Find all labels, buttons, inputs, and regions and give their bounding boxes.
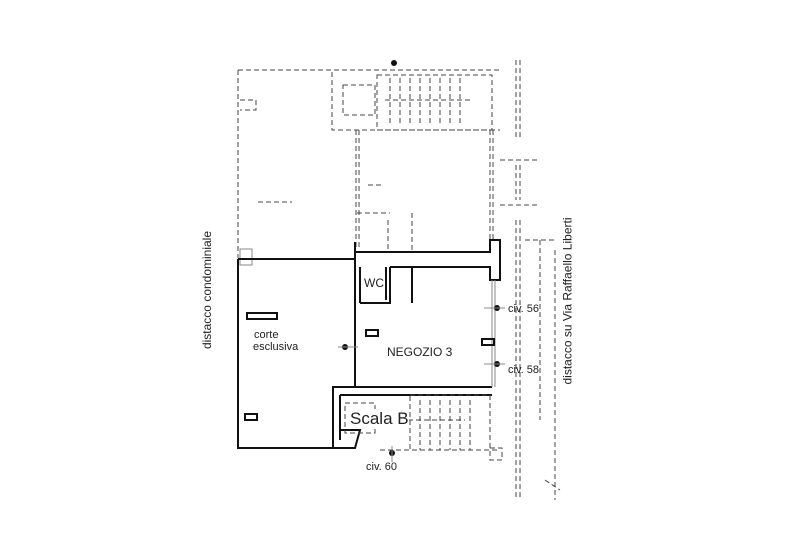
civ-56-label: civ. 56 xyxy=(508,303,539,315)
walls xyxy=(237,239,501,449)
entrance-markers xyxy=(338,60,505,462)
right-boundary-label: distacco su Via Raffaello Liberti xyxy=(560,217,575,385)
wc-label: WC xyxy=(364,276,384,290)
neighbouring-structures-dashed xyxy=(237,60,561,500)
stair-label: Scala B xyxy=(350,409,409,429)
courtyard-label-1: corte xyxy=(254,329,279,341)
civ-58-label: civ. 58 xyxy=(508,364,539,376)
shop-label: NEGOZIO 3 xyxy=(387,345,453,359)
left-boundary-label: distacco condominiale xyxy=(200,230,215,350)
courtyard-label-2: esclusiva xyxy=(253,341,299,353)
civ-60-label: civ. 60 xyxy=(366,461,397,473)
